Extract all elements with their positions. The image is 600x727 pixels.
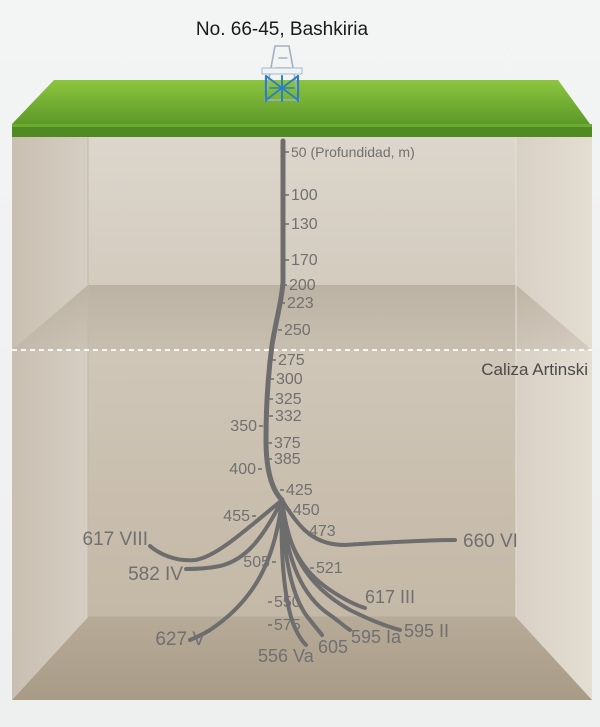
lateral-605 (280, 498, 324, 637)
depth-label: 332 (275, 408, 302, 425)
diagram-title: No. 66-45, Bashkiria (196, 19, 369, 40)
ground-surface (12, 80, 592, 137)
depth-label: 250 (284, 322, 311, 339)
lateral-label: 617 III (365, 587, 415, 607)
main-wellbore (263, 138, 286, 503)
lateral-556-va (279, 498, 308, 647)
lateral-label: 582 IV (128, 564, 183, 585)
depth-label: 473 (309, 523, 336, 540)
lateral-label: 556 Va (258, 646, 315, 666)
depth-marker: 250 (278, 322, 311, 339)
depth-label: 425 (286, 482, 313, 499)
lateral-595-ii (280, 498, 402, 632)
depth-marker: 400 (229, 461, 262, 478)
depth-label: 50 (Profundidad, m) (291, 144, 415, 160)
depth-label: 170 (291, 252, 318, 269)
lateral-label: 617 VIII (83, 529, 149, 550)
depth-label: 385 (274, 451, 301, 468)
lateral-label: 595 Ia (351, 627, 402, 647)
depth-label: 100 (291, 187, 318, 204)
depth-label: 455 (223, 508, 250, 525)
depth-label: 275 (278, 352, 305, 369)
lateral-label: 605 (318, 637, 348, 657)
depth-label: 325 (275, 391, 302, 408)
lateral-617-viii (148, 498, 284, 563)
depth-marker: 170 (285, 252, 318, 269)
drilling-rig-icon (261, 45, 303, 103)
depth-label: 521 (316, 560, 343, 577)
lateral-labels: 617 VIII 582 IV 660 VI 627 V 617 III 595 II59… (83, 529, 518, 666)
depth-label: 200 (289, 277, 316, 294)
depth-marker: 455 (223, 508, 256, 525)
depth-label: 223 (287, 295, 314, 312)
depth-marker: 100 (285, 187, 318, 204)
lateral-627-v (188, 498, 284, 642)
depth-marker: 375 (268, 435, 301, 452)
depth-marker: 332 (269, 408, 302, 425)
depth-marker: 223 (281, 295, 314, 312)
depth-marker: 130 (285, 216, 318, 233)
depth-marker: 350 (230, 418, 263, 435)
depth-marker: 521 (310, 560, 343, 577)
depth-label: 575 (274, 617, 301, 634)
depth-marker: 50 (Profundidad, m) (285, 144, 415, 160)
depth-label: 350 (230, 418, 257, 435)
depth-label: 400 (229, 461, 256, 478)
lateral-label: 595 II (404, 621, 449, 641)
depth-marker: 200 (283, 277, 316, 294)
lateral-595-ia (280, 498, 352, 632)
lateral-label: 627 V (155, 629, 205, 650)
depth-marker: 325 (269, 391, 302, 408)
depth-marker: 550 (268, 594, 301, 611)
depth-label: 505 (243, 554, 270, 571)
formation-label: Caliza Artinski (481, 360, 588, 379)
lateral-582-iv (184, 498, 284, 571)
depth-marker: 300 (270, 371, 303, 388)
depth-marker: 473 (303, 523, 336, 540)
well-paths (148, 138, 457, 647)
depth-label: 300 (276, 371, 303, 388)
depth-marker: 450 (287, 502, 320, 519)
lateral-660-vi (280, 498, 457, 547)
depth-marker: 385 (268, 451, 301, 468)
depth-marker: 575 (268, 617, 301, 634)
depth-marker: 275 (272, 352, 305, 369)
depth-marker: 505 (243, 554, 276, 571)
depth-marker: 425 (280, 482, 313, 499)
rock-block (12, 137, 592, 700)
depth-label: 550 (274, 594, 301, 611)
depth-label: 130 (291, 216, 318, 233)
depth-label: 450 (293, 502, 320, 519)
depth-label: 375 (274, 435, 301, 452)
lateral-label: 660 VI (463, 531, 518, 552)
